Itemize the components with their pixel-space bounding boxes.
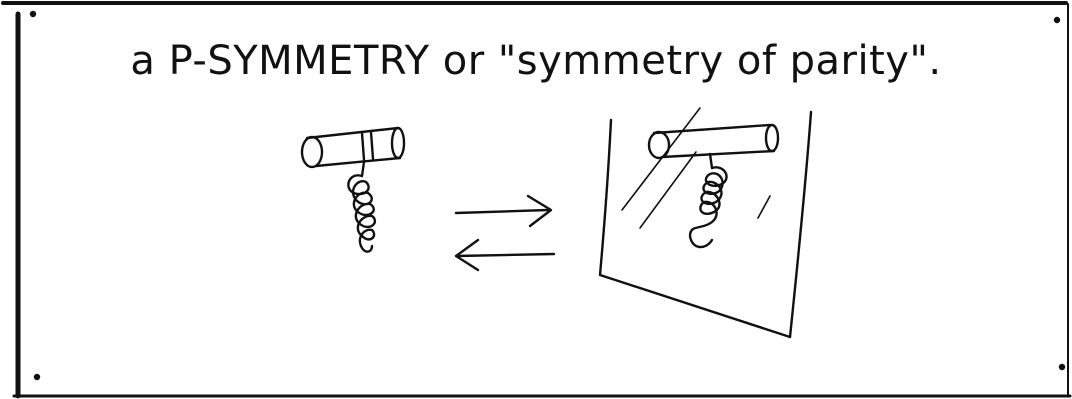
mirrored-corkscrew-icon [647, 123, 780, 249]
corkscrew-icon [300, 126, 406, 253]
arrow-right-icon [454, 194, 553, 228]
arrow-left-icon [454, 238, 556, 272]
mirror-icon [598, 107, 813, 339]
diagram-title: a P-SYMMETRY or "symmetry of parity". [130, 38, 942, 84]
